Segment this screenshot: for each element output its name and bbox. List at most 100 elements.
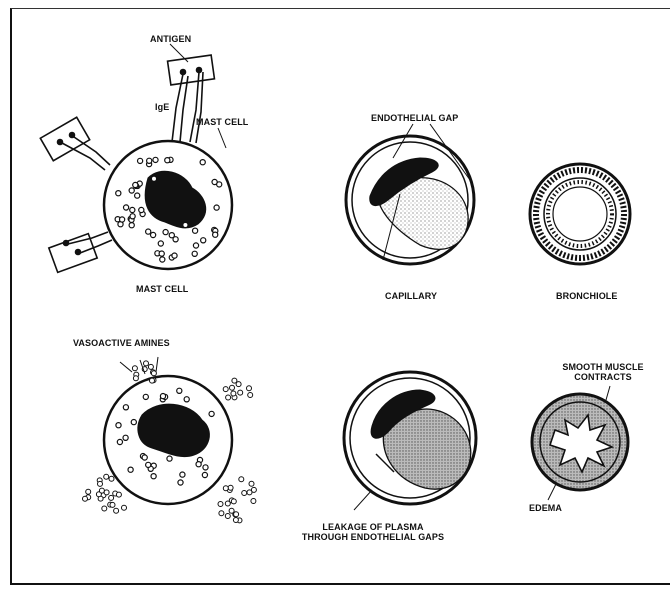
granule	[120, 217, 125, 222]
released-granule	[104, 490, 109, 495]
released-granule	[234, 512, 239, 517]
label-smooth-muscle-line2: CONTRACTS	[553, 372, 653, 382]
released-granule	[218, 502, 223, 507]
label-mast-cell-top: MAST CELL	[196, 117, 248, 127]
released-granule	[83, 496, 88, 501]
released-granule	[225, 501, 230, 506]
released-granule	[148, 364, 153, 369]
released-granule	[110, 502, 115, 507]
granule	[151, 176, 156, 181]
label-endothelial-gap: ENDOTHELIAL GAP	[371, 113, 458, 123]
granule	[116, 191, 121, 196]
released-granule	[247, 386, 252, 391]
granule	[183, 222, 188, 227]
granule	[200, 160, 205, 165]
granule	[146, 462, 151, 467]
released-granule	[228, 485, 233, 490]
granule	[167, 456, 172, 461]
granule	[165, 158, 170, 163]
granule	[209, 411, 214, 416]
mast-cell-degranulating	[83, 357, 257, 523]
released-granule	[102, 506, 107, 511]
granule	[160, 394, 165, 399]
granule	[158, 241, 163, 246]
granule	[159, 251, 164, 256]
granule	[153, 157, 158, 162]
released-granule	[232, 378, 237, 383]
granule	[163, 230, 168, 235]
granule	[139, 207, 144, 212]
released-granule	[132, 366, 137, 371]
released-granule	[233, 518, 238, 523]
released-granule	[98, 481, 103, 486]
released-granule	[251, 499, 256, 504]
granule	[193, 243, 198, 248]
granule	[135, 193, 140, 198]
granule	[180, 472, 185, 477]
capillary-normal	[346, 136, 474, 264]
granule	[178, 480, 183, 485]
released-granule	[150, 378, 155, 383]
released-granule	[133, 376, 138, 381]
granule	[133, 182, 138, 187]
granule	[128, 467, 133, 472]
granule	[177, 388, 182, 393]
released-granule	[223, 486, 228, 491]
released-granule	[231, 391, 236, 396]
granule	[143, 394, 148, 399]
mast-cell-resting	[104, 141, 232, 269]
granule	[172, 253, 177, 258]
granule	[160, 257, 165, 262]
granule	[151, 232, 156, 237]
bronchiole-normal	[530, 164, 630, 264]
granule	[212, 179, 217, 184]
released-granule	[230, 385, 235, 390]
released-granule	[226, 395, 231, 400]
granule	[116, 423, 121, 428]
released-granule	[223, 387, 228, 392]
released-granule	[116, 492, 121, 497]
granule	[196, 462, 201, 467]
released-granule	[114, 508, 119, 513]
released-granule	[122, 505, 127, 510]
released-granule	[236, 382, 241, 387]
granule	[138, 158, 143, 163]
label-smooth-muscle-line1: SMOOTH MUSCLE	[553, 362, 653, 372]
released-granule	[231, 499, 236, 504]
released-granule	[225, 514, 230, 519]
label-bronchiole: BRONCHIOLE	[556, 291, 618, 301]
released-granule	[219, 511, 224, 516]
released-granule	[248, 393, 253, 398]
granule	[124, 205, 129, 210]
label-mast-cell-caption: MAST CELL	[136, 284, 188, 294]
released-granule	[86, 489, 91, 494]
granule	[129, 223, 134, 228]
released-granule	[238, 390, 243, 395]
released-granule	[239, 477, 244, 482]
granule	[147, 158, 152, 163]
granule	[214, 205, 219, 210]
granule	[130, 214, 135, 219]
granule	[203, 465, 208, 470]
label-vasoactive-amines: VASOACTIVE AMINES	[73, 338, 170, 348]
label-smooth-muscle: SMOOTH MUSCLE CONTRACTS	[553, 362, 653, 382]
capillary-leaking	[344, 372, 476, 510]
bronchiole-constricted	[532, 386, 628, 500]
granule	[129, 188, 134, 193]
label-edema: EDEMA	[529, 503, 562, 513]
released-granule	[229, 508, 234, 513]
granule	[131, 420, 136, 425]
released-granule	[249, 481, 254, 486]
released-granule	[109, 476, 114, 481]
granule	[184, 397, 189, 402]
granule	[151, 474, 156, 479]
label-leakage: LEAKAGE OF PLASMA THROUGH ENDOTHELIAL GA…	[278, 522, 468, 542]
label-leakage-line2: THROUGH ENDOTHELIAL GAPS	[278, 532, 468, 542]
granule	[193, 228, 198, 233]
granule	[117, 439, 122, 444]
label-antigen: ANTIGEN	[150, 34, 191, 44]
granule	[202, 472, 207, 477]
granule	[169, 233, 174, 238]
released-granule	[109, 495, 114, 500]
